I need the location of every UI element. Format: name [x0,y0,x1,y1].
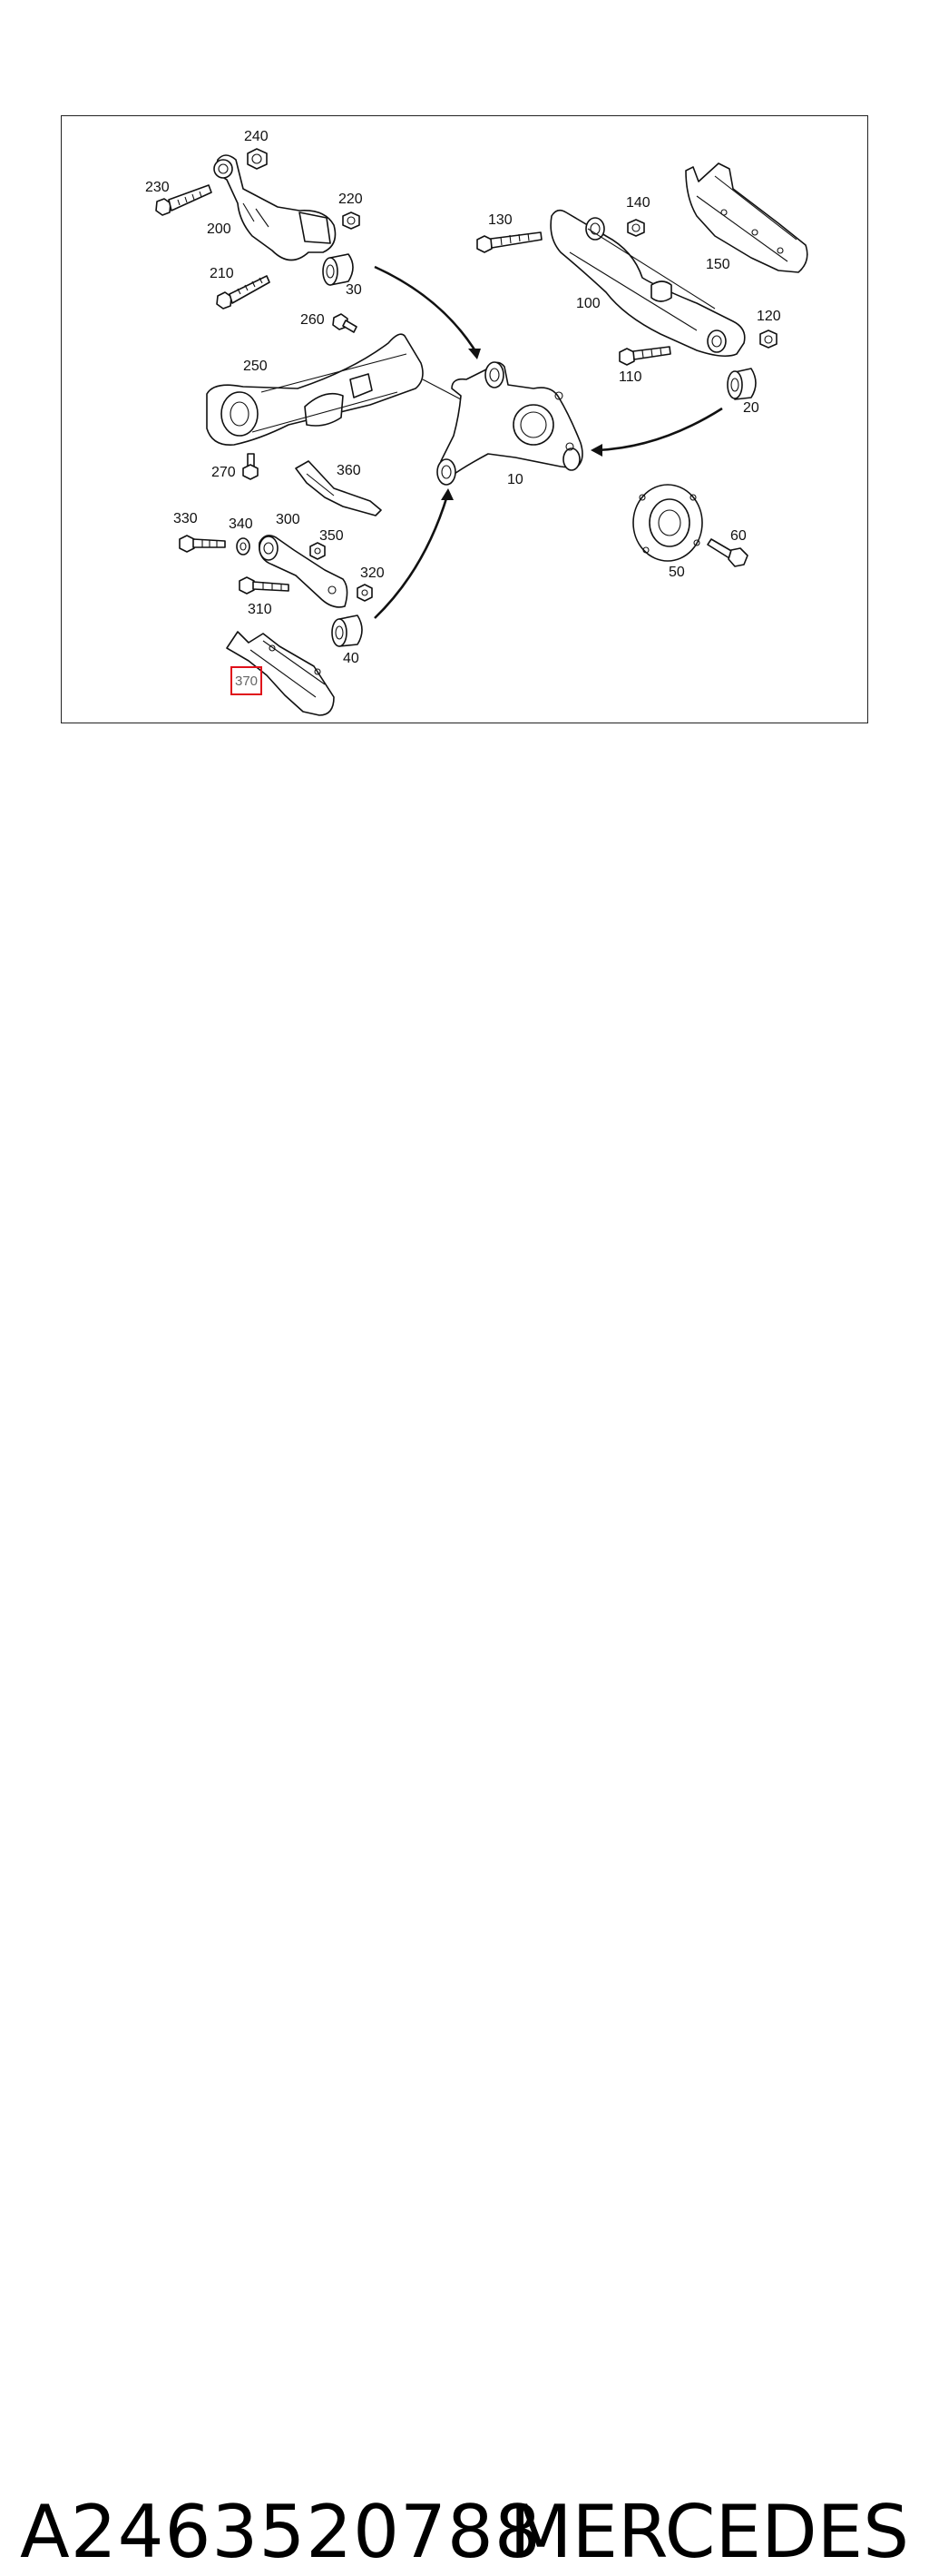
shield-370 [226,631,335,716]
nut-220 [342,211,360,230]
brand-name: MERCEDES [509,2490,909,2574]
bushing-40 [331,615,363,647]
callout-150: 150 [706,257,730,272]
callout-240: 240 [244,129,269,144]
callout-120: 120 [757,309,781,324]
callout-370-highlighted: 370 [230,666,263,695]
nut-240 [247,148,268,170]
callout-210: 210 [210,266,234,281]
diagram-frame: 240 230 220 200 210 30 260 250 270 360 1… [61,115,868,723]
callout-20: 20 [743,400,759,416]
assembly-arrows [374,265,723,619]
callout-270: 270 [211,465,236,480]
bushing-20 [727,368,757,400]
arm-250 [206,333,424,446]
part-number: A2463520788 [20,2490,542,2574]
nut-140 [627,219,645,237]
arm-300 [258,535,348,608]
callout-360: 360 [337,463,361,478]
callout-50: 50 [669,565,685,580]
knuckle-10 [436,361,583,486]
nut-120 [759,329,777,349]
bolt-210 [216,275,270,310]
arm-200 [213,154,337,261]
callout-320: 320 [360,565,385,581]
bolt-260 [332,313,357,333]
callout-30: 30 [346,282,362,298]
callout-60: 60 [730,528,747,544]
bushing-30 [322,253,354,286]
callout-10: 10 [507,472,523,487]
bolt-230 [155,184,212,216]
shield-150 [685,162,808,273]
bolt-110 [619,346,671,366]
callout-310: 310 [248,602,272,617]
hub-50 [632,484,703,562]
callout-200: 200 [207,221,231,237]
callout-260: 260 [300,312,325,328]
callout-330: 330 [173,511,198,526]
callout-230: 230 [145,180,170,195]
callout-140: 140 [626,195,650,211]
callout-130: 130 [488,212,513,228]
bracket-360 [295,460,382,516]
bolt-330 [179,535,226,553]
callout-340: 340 [229,516,253,532]
bolt-60 [707,538,748,567]
callout-250: 250 [243,359,268,374]
footer: A2463520788 MERCEDES [0,1244,929,2574]
bolt-130 [476,231,543,253]
callout-220: 220 [338,192,363,207]
bolt-310 [239,576,289,595]
exploded-parts-drawing [155,148,808,716]
callout-100: 100 [576,296,601,311]
callout-40: 40 [343,651,359,666]
callout-300: 300 [276,512,300,527]
nut-350 [309,542,326,560]
washer-340 [236,537,250,556]
nut-320 [357,584,373,602]
bolt-270 [242,453,259,480]
arm-100 [550,209,746,358]
callout-110: 110 [619,369,642,385]
callout-350: 350 [319,528,344,544]
